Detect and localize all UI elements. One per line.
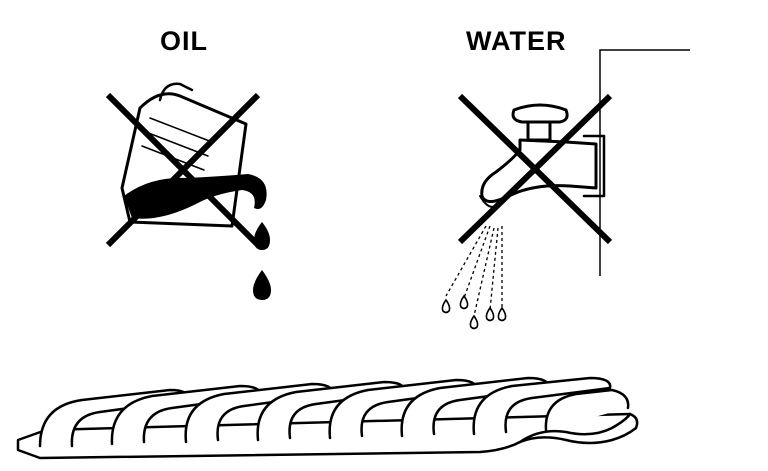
ribbed-tray-icon	[16, 376, 639, 460]
oil-label: OIL	[160, 26, 208, 56]
water-prohibit-x-icon	[457, 93, 613, 245]
wall-icon	[599, 49, 690, 276]
oil-drops-icon	[253, 222, 271, 300]
oil-prohibit-x-icon	[105, 92, 261, 248]
water-drops-icon	[441, 294, 507, 330]
water-spray-icon	[445, 225, 503, 317]
water-label: WATER	[466, 26, 567, 56]
faucet-icon	[479, 103, 606, 208]
oil-pour-icon	[124, 174, 267, 219]
